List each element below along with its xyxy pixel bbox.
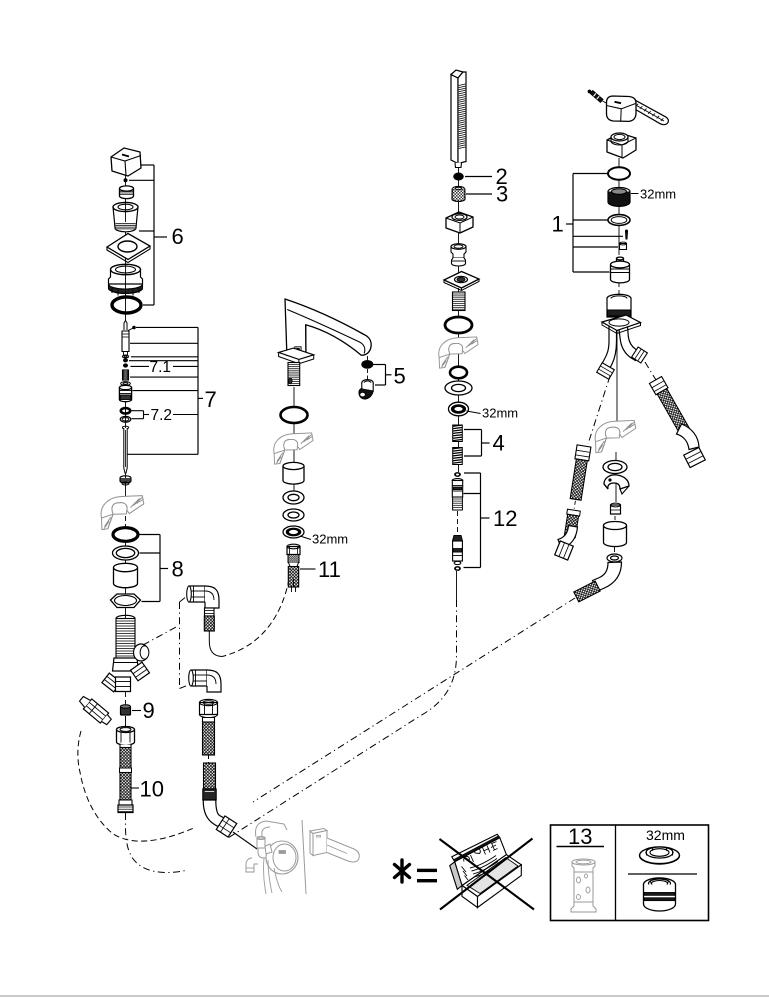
svg-text:32mm: 32mm	[646, 827, 685, 843]
svg-text:6: 6	[172, 224, 184, 249]
svg-text:4: 4	[493, 431, 505, 456]
svg-text:9: 9	[143, 698, 155, 723]
svg-text:3: 3	[496, 182, 508, 207]
svg-text:7.2: 7.2	[151, 407, 173, 424]
svg-text:32mm: 32mm	[482, 406, 518, 421]
svg-text:11: 11	[318, 557, 341, 582]
svg-text:10: 10	[140, 777, 164, 802]
svg-text:5: 5	[394, 364, 406, 389]
svg-text:2: 2	[496, 164, 508, 189]
svg-text:13: 13	[568, 824, 592, 849]
svg-text:7.1: 7.1	[150, 359, 172, 376]
svg-text:32mm: 32mm	[312, 532, 348, 547]
svg-text:8: 8	[172, 557, 184, 582]
svg-text:1: 1	[552, 212, 564, 237]
svg-text:32mm: 32mm	[640, 187, 676, 202]
svg-text:7: 7	[205, 387, 217, 412]
svg-text:12: 12	[493, 506, 517, 531]
